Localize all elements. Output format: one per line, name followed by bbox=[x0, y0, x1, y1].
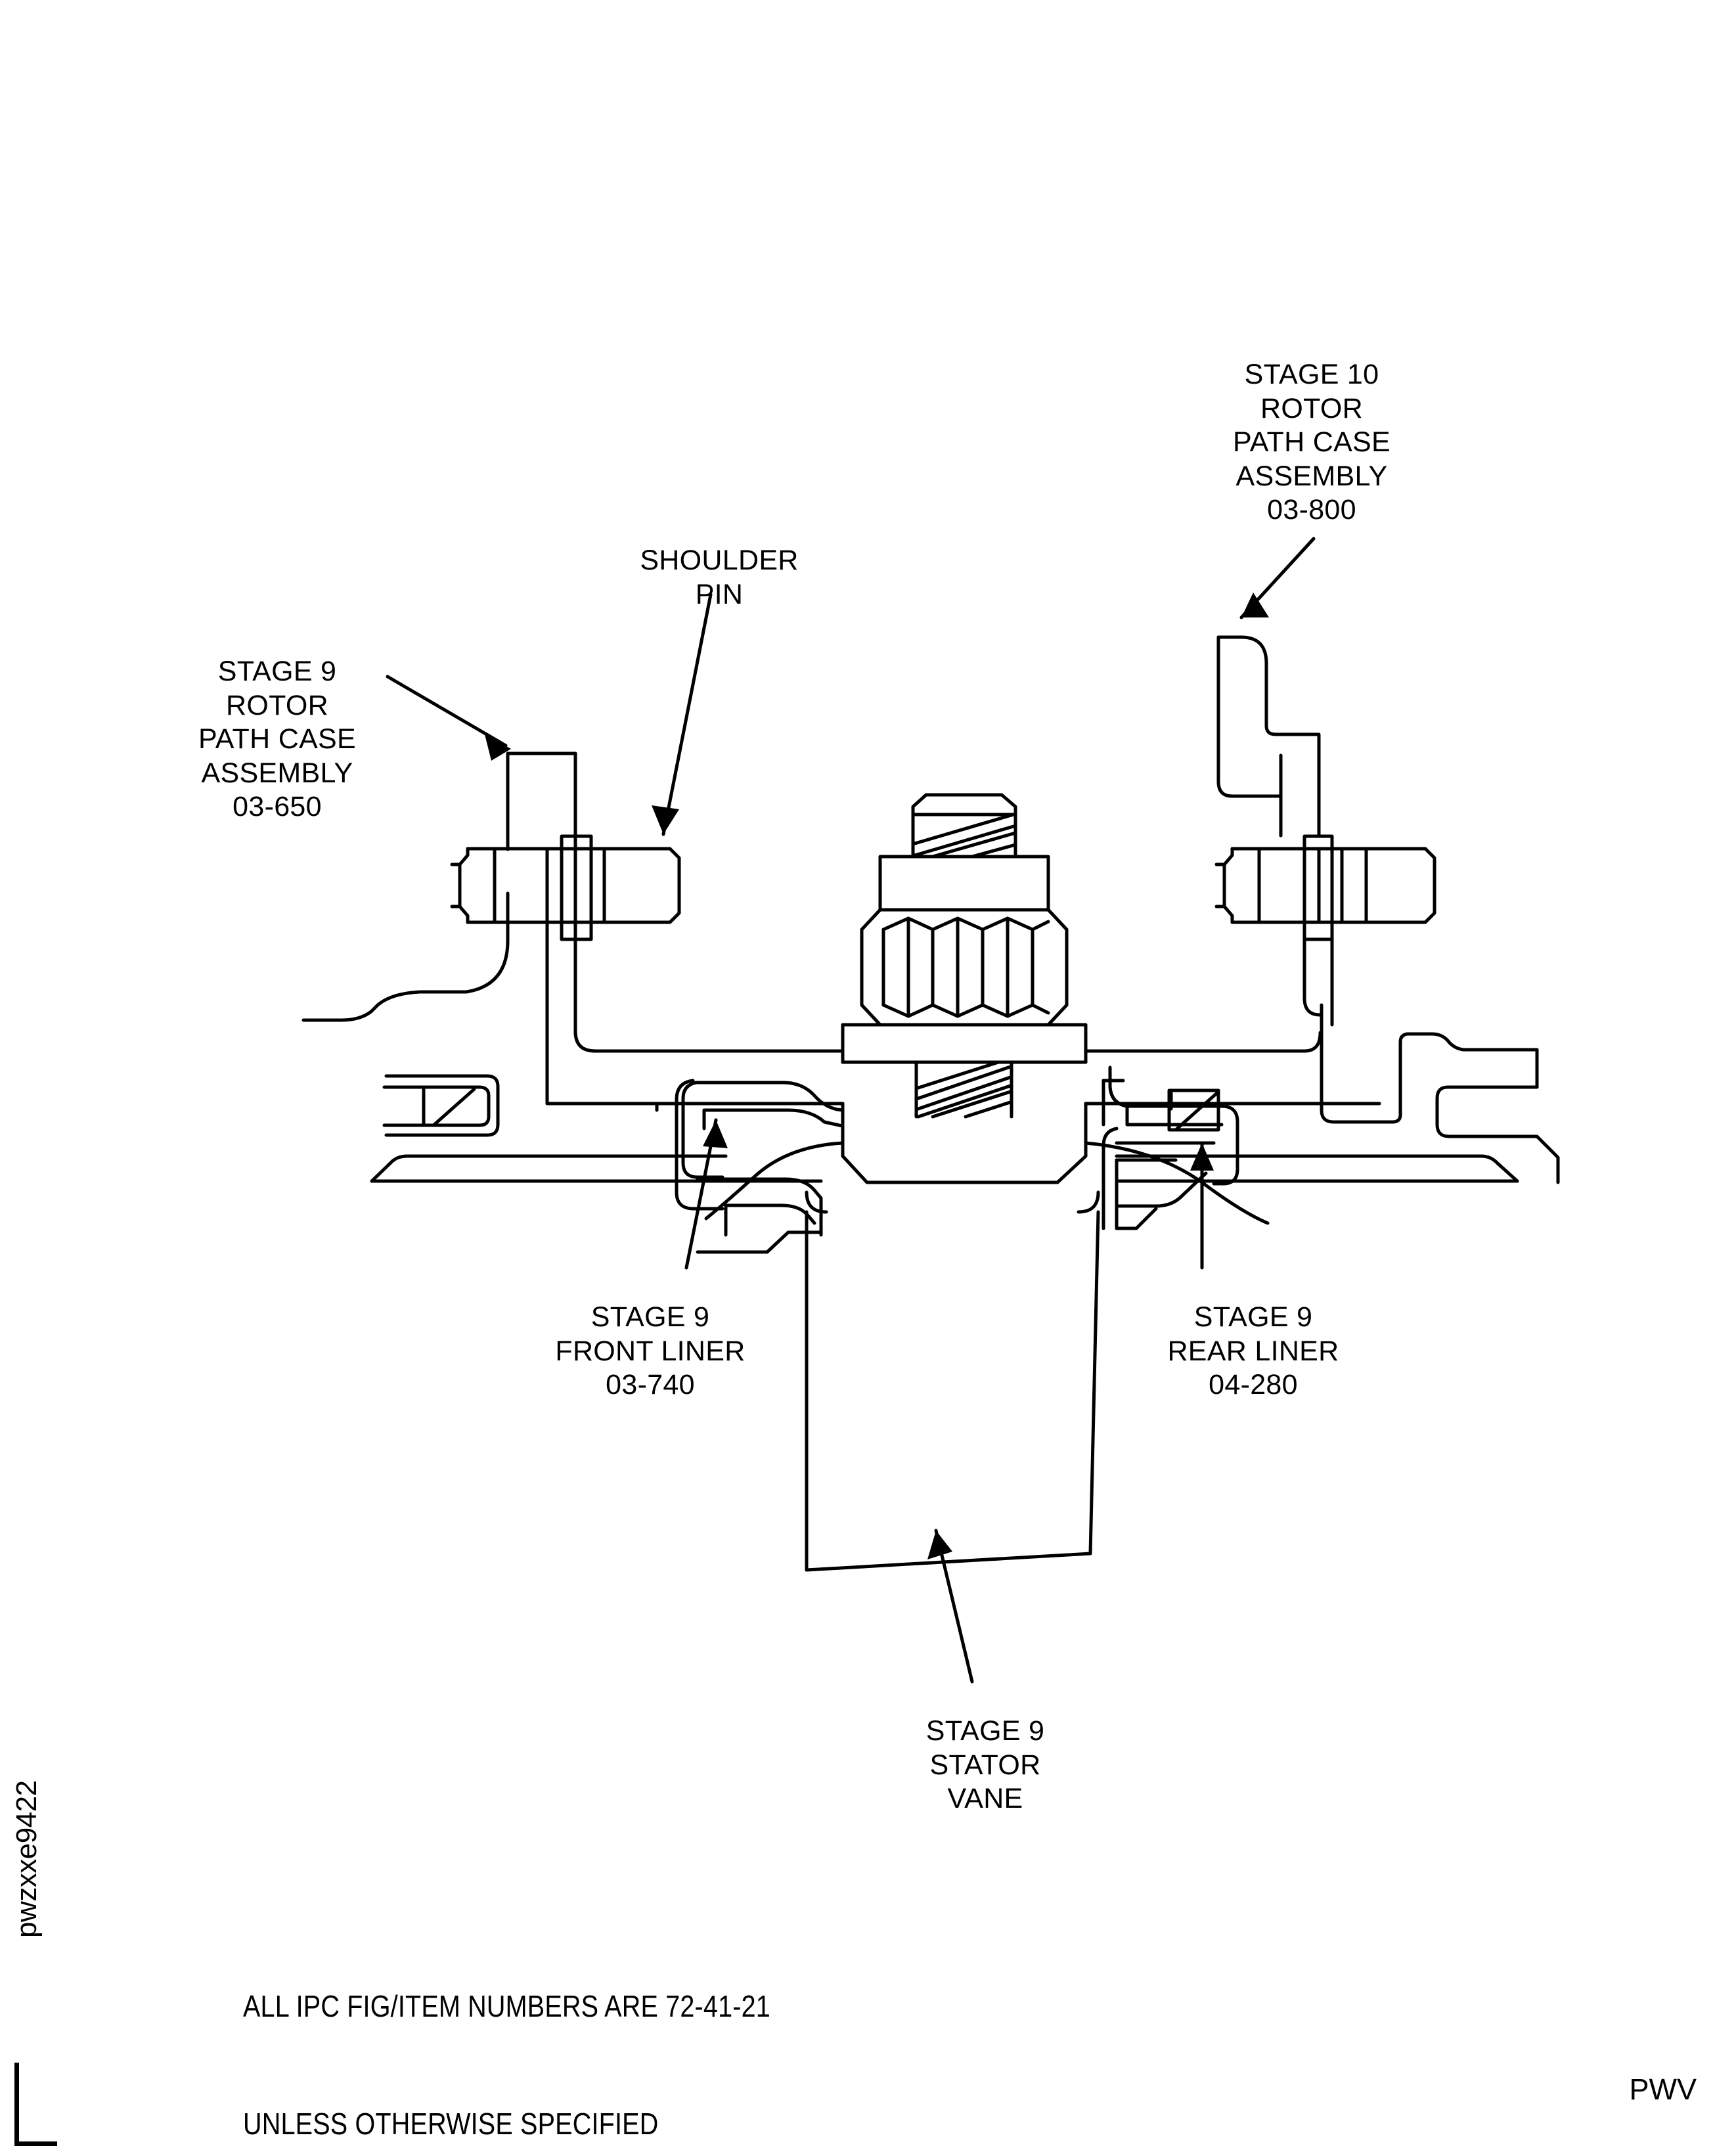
stage-10-rotor-path-case-outline bbox=[1218, 637, 1319, 836]
footer-code: PWV bbox=[1629, 2072, 1697, 2106]
general-note: ALL IPC FIG/ITEM NUMBERS ARE 72-41-21 UN… bbox=[243, 1908, 770, 2150]
stage-9-front-liner-shape bbox=[677, 1081, 842, 1252]
callout-stage-9-rear-liner: STAGE 9 REAR LINER 04-280 bbox=[1167, 1301, 1339, 1401]
leader-arrowheads bbox=[485, 593, 1269, 1559]
stage-9-stator-vane-shape bbox=[807, 1192, 1098, 1570]
left-lower-case-flange bbox=[372, 1156, 821, 1181]
general-note-line-1: ALL IPC FIG/ITEM NUMBERS ARE 72-41-21 bbox=[243, 1988, 770, 2023]
callout-stage-9-front-liner: STAGE 9 FRONT LINER 03-740 bbox=[555, 1301, 746, 1401]
right-outer-case-profile bbox=[1322, 1005, 1558, 1182]
stage-10-case-lower-web bbox=[1304, 939, 1332, 1025]
corner-bracket-mark bbox=[14, 2063, 57, 2146]
right-lower-case-flange bbox=[1117, 1156, 1517, 1181]
callout-stage-10-rotor-path-case-assembly: STAGE 10 ROTOR PATH CASE ASSEMBLY 03-800 bbox=[1232, 359, 1391, 526]
side-identifier-code: pwzxxe9422 bbox=[11, 1780, 43, 1938]
shoulder-pin-right bbox=[1216, 836, 1435, 939]
stage-9-rear-liner-shape bbox=[1103, 1067, 1237, 1228]
callout-stage-9-stator-vane: STAGE 9 STATOR VANE bbox=[925, 1715, 1045, 1815]
left-seal-bracket bbox=[384, 1076, 498, 1135]
general-note-line-2: UNLESS OTHERWISE SPECIFIED bbox=[243, 2106, 659, 2141]
callout-shoulder-pin: SHOULDER PIN bbox=[640, 545, 799, 610]
callout-stage-9-rotor-path-case-assembly: STAGE 9 ROTOR PATH CASE ASSEMBLY 03-650 bbox=[198, 656, 357, 823]
central-bolt-assembly bbox=[843, 795, 1086, 1117]
shoulder-pin-left bbox=[452, 836, 679, 939]
leader-lines bbox=[388, 539, 1314, 1682]
